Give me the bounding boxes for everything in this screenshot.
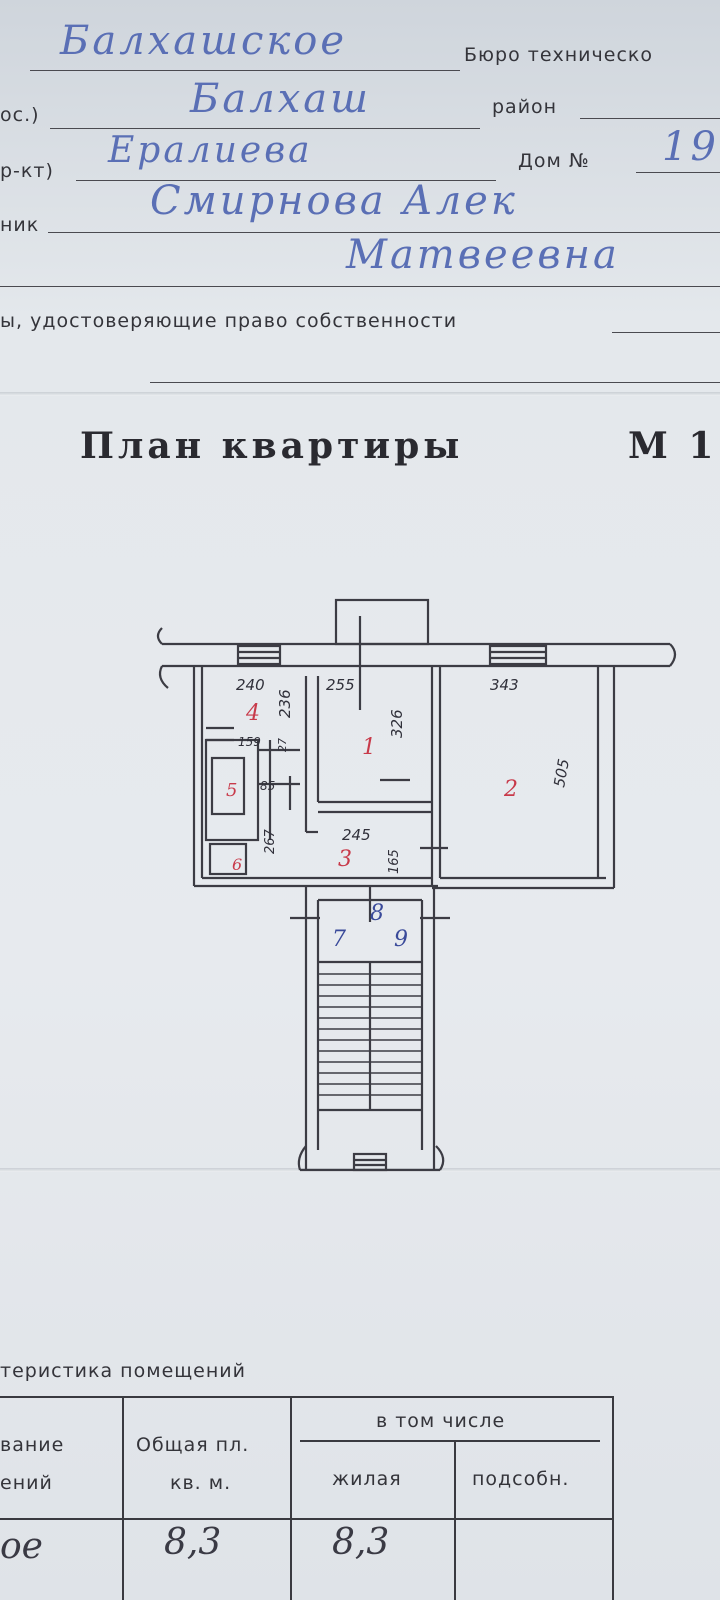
printed-ownership-docs: ы, удостоверяющие право собственности	[0, 310, 458, 332]
window	[352, 1152, 388, 1172]
row1-living: 8,3	[332, 1522, 390, 1563]
table-rule	[612, 1396, 614, 1600]
table-rule	[0, 1518, 612, 1520]
floor-plan: 240 255 343 236 326 505 159 27 85 267 24…	[156, 598, 677, 1172]
room-number-8: 8	[370, 901, 384, 926]
dim-236: 236	[276, 689, 294, 718]
printed-prefix: ос.)	[0, 104, 40, 126]
printed-district: район	[492, 96, 558, 118]
dim-505: 505	[550, 757, 573, 788]
table-rule	[454, 1440, 456, 1600]
table-rule	[300, 1440, 600, 1442]
balcony	[334, 598, 430, 646]
underline	[76, 180, 496, 181]
underline	[150, 382, 720, 383]
dim-343: 343	[490, 676, 519, 694]
window	[488, 644, 548, 666]
table-caption: теристика помещений	[0, 1360, 246, 1382]
col-name-header-2: ений	[0, 1472, 53, 1494]
dim-240: 240	[236, 676, 265, 694]
table-rule	[290, 1396, 292, 1600]
underline	[0, 286, 720, 287]
room-number-1: 1	[362, 735, 376, 760]
plan-title: План квартиры	[80, 425, 464, 467]
room-number-3: 3	[338, 847, 352, 872]
plan-scale: М 1	[628, 425, 718, 467]
dim-255: 255	[326, 676, 355, 694]
dim-27: 27	[276, 738, 289, 752]
dim-267: 267	[263, 828, 278, 854]
printed-house: Дом №	[518, 150, 590, 172]
room-number-4: 4	[245, 701, 260, 726]
paper-fold	[0, 392, 720, 396]
room-number-7: 7	[332, 927, 346, 952]
dim-85: 85	[260, 779, 275, 793]
dim-165: 165	[387, 849, 402, 874]
handwritten-city: Балхашское	[60, 18, 348, 64]
underline	[48, 232, 720, 233]
col-total-header-2: кв. м.	[170, 1472, 232, 1494]
table-rule	[0, 1396, 612, 1398]
room-number-5: 5	[226, 780, 237, 801]
room-number-9: 9	[394, 927, 408, 952]
col-auxiliary-header: подсобн.	[472, 1468, 570, 1490]
handwritten-owner-patronymic: Матвеевна	[346, 232, 620, 278]
dim-245: 245	[342, 826, 371, 844]
underline	[636, 172, 720, 173]
row1-total: 8,3	[164, 1522, 222, 1563]
col-name-header-1: вание	[0, 1434, 65, 1456]
handwritten-street: Ералиева	[108, 130, 313, 171]
underline	[30, 70, 460, 71]
dim-159: 159	[238, 735, 261, 749]
underline	[50, 128, 480, 129]
room-number-6: 6	[232, 855, 242, 874]
dim-326: 326	[388, 709, 406, 738]
printed-prefix: ник	[0, 214, 40, 236]
printed-prefix: р-кт)	[0, 160, 54, 182]
window	[236, 644, 282, 666]
room-number-2: 2	[503, 777, 518, 802]
row1-name: ое	[0, 1526, 43, 1567]
underline	[612, 332, 720, 333]
underline	[580, 118, 720, 119]
handwritten-town: Балхаш	[190, 76, 372, 122]
col-including-header: в том числе	[376, 1410, 506, 1432]
printed-bureau: Бюро техническо	[464, 44, 653, 66]
table-rule	[122, 1396, 124, 1600]
col-living-header: жилая	[332, 1468, 402, 1490]
handwritten-house-no: 19	[662, 124, 719, 170]
handwritten-owner-surname: Смирнова Алек	[150, 178, 518, 224]
col-total-header-1: Общая пл.	[136, 1434, 250, 1456]
